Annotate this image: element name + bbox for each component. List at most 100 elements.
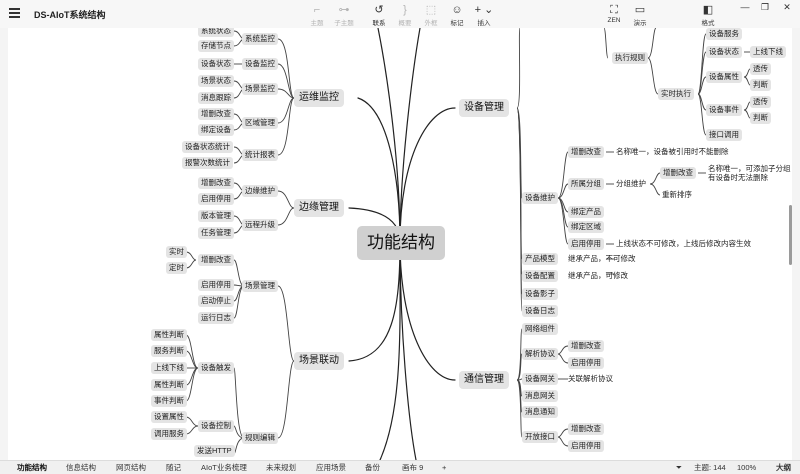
- outline-button[interactable]: 大纲: [776, 463, 791, 472]
- topic-bind-device[interactable]: 绑定设备: [198, 124, 234, 136]
- topic-bind-product[interactable]: 绑定产品: [568, 206, 604, 218]
- topic-scene-monitor[interactable]: 场景监控: [242, 83, 278, 95]
- topic-send-http[interactable]: 发送HTTP: [194, 445, 235, 457]
- topic-device-shadow[interactable]: 设备影子: [522, 288, 558, 300]
- topic-pp-enable[interactable]: 启用停用: [568, 357, 604, 369]
- topic-message-gateway[interactable]: 消息网关: [522, 390, 558, 402]
- topic-group[interactable]: 所属分组: [568, 178, 604, 190]
- topic-device-status[interactable]: 设备状态: [198, 58, 234, 70]
- tab-backup[interactable]: 备份: [365, 463, 380, 472]
- minimize-icon[interactable]: —: [740, 2, 750, 12]
- topic-scene-management[interactable]: 场景管理: [242, 280, 278, 292]
- topic-parse-protocol[interactable]: 解析协议: [522, 348, 558, 360]
- topic-exec-rule[interactable]: 执行规则: [612, 52, 648, 64]
- topic-edge-enable-disable[interactable]: 启用停用: [198, 193, 234, 205]
- topic-transparent-2[interactable]: 透传: [750, 96, 771, 108]
- topic-device-control[interactable]: 设备控制: [198, 420, 234, 432]
- topic-system-status[interactable]: 系统状态: [198, 28, 234, 37]
- topic-network-component[interactable]: 网络组件: [522, 323, 558, 335]
- hamburger-menu-icon[interactable]: [8, 7, 22, 19]
- topic-realtime-exec[interactable]: 实时执行: [658, 88, 694, 100]
- topic-run-log[interactable]: 运行日志: [198, 312, 234, 324]
- tab-info-structure[interactable]: 信息结构: [66, 463, 96, 472]
- maximize-icon[interactable]: ❐: [760, 2, 770, 12]
- branch-device-management[interactable]: 设备管理: [459, 99, 509, 117]
- topic-transparent-1[interactable]: 透传: [750, 63, 771, 75]
- boundary-button[interactable]: ⬚ 外框: [411, 3, 451, 27]
- topic-button[interactable]: ⌐ 主题: [297, 3, 337, 27]
- topic-open-api[interactable]: 开放接口: [522, 431, 558, 443]
- vertical-scrollbar[interactable]: [789, 205, 792, 265]
- relationship-button[interactable]: ↺ 联系: [359, 3, 399, 27]
- topic-product-model[interactable]: 产品模型: [522, 253, 558, 265]
- topic-judge-1[interactable]: 判断: [750, 79, 771, 91]
- topic-set-attribute[interactable]: 设置属性: [151, 411, 187, 423]
- insert-button[interactable]: + ⌄ 插入: [464, 3, 504, 27]
- branch-communication-management[interactable]: 通信管理: [459, 371, 509, 389]
- topic-system-monitor[interactable]: 系统监控: [242, 33, 278, 45]
- topic-stats-report[interactable]: 统计报表: [242, 149, 278, 161]
- branch-scene-linkage[interactable]: 场景联动: [294, 352, 344, 370]
- topic-dm-crud[interactable]: 增删改查: [568, 146, 604, 158]
- topic-scene-enable-disable[interactable]: 启用停用: [198, 279, 234, 291]
- topic-edge-maintain[interactable]: 边缘维护: [242, 185, 278, 197]
- topic-version-management[interactable]: 版本管理: [198, 210, 234, 222]
- topic-message-trace[interactable]: 消息跟踪: [198, 92, 234, 104]
- topic-event-judge[interactable]: 事件判断: [151, 395, 187, 407]
- topic-bind-area[interactable]: 绑定区域: [568, 221, 604, 233]
- topic-device-log[interactable]: 设备日志: [522, 305, 558, 317]
- topic-scene-crud[interactable]: 增删改查: [198, 254, 234, 266]
- topic-reorder[interactable]: 重新排序: [662, 190, 692, 199]
- tab-aiot-business[interactable]: AIoT业务梳理: [201, 463, 247, 472]
- topic-dev-enable-disable[interactable]: 启用停用: [568, 238, 604, 250]
- topic-device-event[interactable]: 设备事件: [706, 104, 742, 116]
- topic-device-monitor[interactable]: 设备监控: [242, 58, 278, 70]
- close-icon[interactable]: ✕: [783, 2, 791, 12]
- topic-device-gateway[interactable]: 设备网关: [522, 373, 558, 385]
- topic-service-judge[interactable]: 服务判断: [151, 345, 187, 357]
- topic-oa-crud[interactable]: 增删改查: [568, 423, 604, 435]
- branch-edge-management[interactable]: 边缘管理: [294, 199, 344, 217]
- topic-remote-upgrade[interactable]: 远程升级: [242, 219, 278, 231]
- tab-notes[interactable]: 随记: [166, 463, 181, 472]
- topic-oa-enable[interactable]: 启用停用: [568, 440, 604, 452]
- topic-rule-edit[interactable]: 规则编辑: [242, 432, 278, 444]
- topic-storage-nodes[interactable]: 存储节点: [198, 40, 234, 52]
- tab-canvas-9[interactable]: 画布 9: [402, 463, 424, 472]
- marker-button[interactable]: ☺ 标记: [437, 3, 477, 27]
- topic-gm-crud[interactable]: 增删改查: [660, 167, 696, 179]
- branch-ops-monitoring[interactable]: 运维监控: [294, 89, 344, 107]
- tab-future-plan[interactable]: 未来规划: [266, 463, 296, 472]
- topic-device-status-stats[interactable]: 设备状态统计: [182, 141, 233, 153]
- zen-mode-button[interactable]: ⛶ ZEN: [594, 3, 634, 24]
- zoom-level[interactable]: 100%: [737, 463, 757, 472]
- topic-alarm-count-stats[interactable]: 报警次数统计: [182, 157, 233, 169]
- topic-attribute-judge-2[interactable]: 属性判断: [151, 379, 187, 391]
- topic-message-notify[interactable]: 消息通知: [522, 406, 558, 418]
- topic-edge-crud[interactable]: 增删改查: [198, 177, 234, 189]
- topic-realtime[interactable]: 实时: [166, 246, 187, 258]
- topic-device-attribute[interactable]: 设备属性: [706, 71, 742, 83]
- summary-button[interactable]: } 概要: [385, 3, 425, 27]
- mindmap-canvas[interactable]: 功能结构 运维监控 系统监控 系统状态 存储节点 设备监控 设备状态 场景监控 …: [8, 28, 792, 460]
- topic-area-crud[interactable]: 增删改查: [198, 108, 234, 120]
- topic-attribute-judge[interactable]: 属性判断: [151, 329, 187, 341]
- tab-web-structure[interactable]: 网页结构: [116, 463, 146, 472]
- root-topic[interactable]: 功能结构: [357, 226, 445, 260]
- topic-scheduled[interactable]: 定时: [166, 262, 187, 274]
- topic-area-management[interactable]: 区域管理: [242, 117, 278, 129]
- topic-device-maintain[interactable]: 设备维护: [522, 192, 558, 204]
- tab-function-structure[interactable]: 功能结构: [17, 463, 47, 472]
- topic-pp-crud[interactable]: 增删改查: [568, 340, 604, 352]
- topic-device-service[interactable]: 设备服务: [706, 28, 742, 40]
- topic-interface-call[interactable]: 接口调用: [706, 129, 742, 141]
- tab-application-scenarios[interactable]: 应用场景: [316, 463, 346, 472]
- topic-online-offline[interactable]: 上线下线: [151, 362, 187, 374]
- topic-dev-online-offline[interactable]: 上线下线: [750, 46, 786, 58]
- topic-dev-status[interactable]: 设备状态: [706, 46, 742, 58]
- topic-device-config[interactable]: 设备配置: [522, 270, 558, 282]
- topic-judge-2[interactable]: 判断: [750, 112, 771, 124]
- topic-task-management[interactable]: 任务管理: [198, 227, 234, 239]
- format-panel-button[interactable]: ◧ 格式: [688, 3, 728, 27]
- topic-scene-status[interactable]: 场景状态: [198, 75, 234, 87]
